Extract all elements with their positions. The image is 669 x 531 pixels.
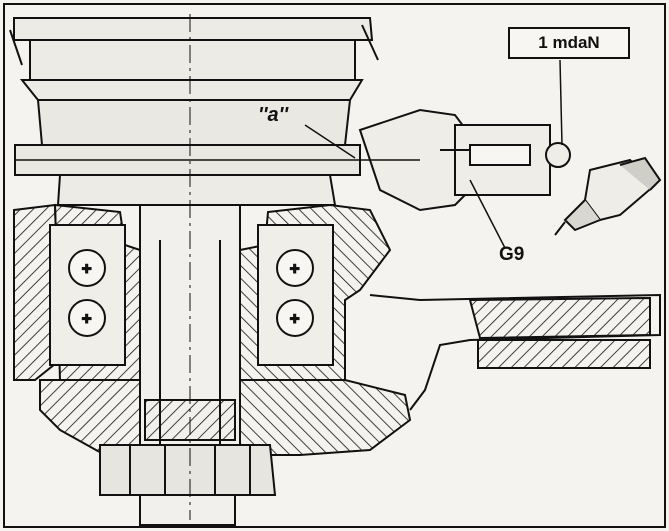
part-code-label: G9: [499, 244, 525, 265]
svg-text:+: +: [82, 261, 91, 278]
hub-drum: [9, 17, 379, 206]
drawing-frame: [3, 3, 666, 528]
bearing-right: + +: [257, 224, 334, 366]
leader-a: [304, 124, 356, 159]
svg-text:+: +: [290, 261, 299, 278]
torque-label: 1 mdaN: [508, 27, 630, 59]
leader-torque: [559, 59, 563, 146]
point-a-label: ''a'': [258, 104, 289, 126]
bearing-left: + +: [49, 224, 126, 366]
threadlock-tube-icon: [554, 156, 662, 236]
svg-text:+: +: [82, 311, 91, 328]
suspension-arm: [369, 293, 661, 411]
hub-nut: [99, 444, 277, 526]
svg-text:+: +: [290, 311, 299, 328]
leader-g9: [469, 179, 506, 249]
